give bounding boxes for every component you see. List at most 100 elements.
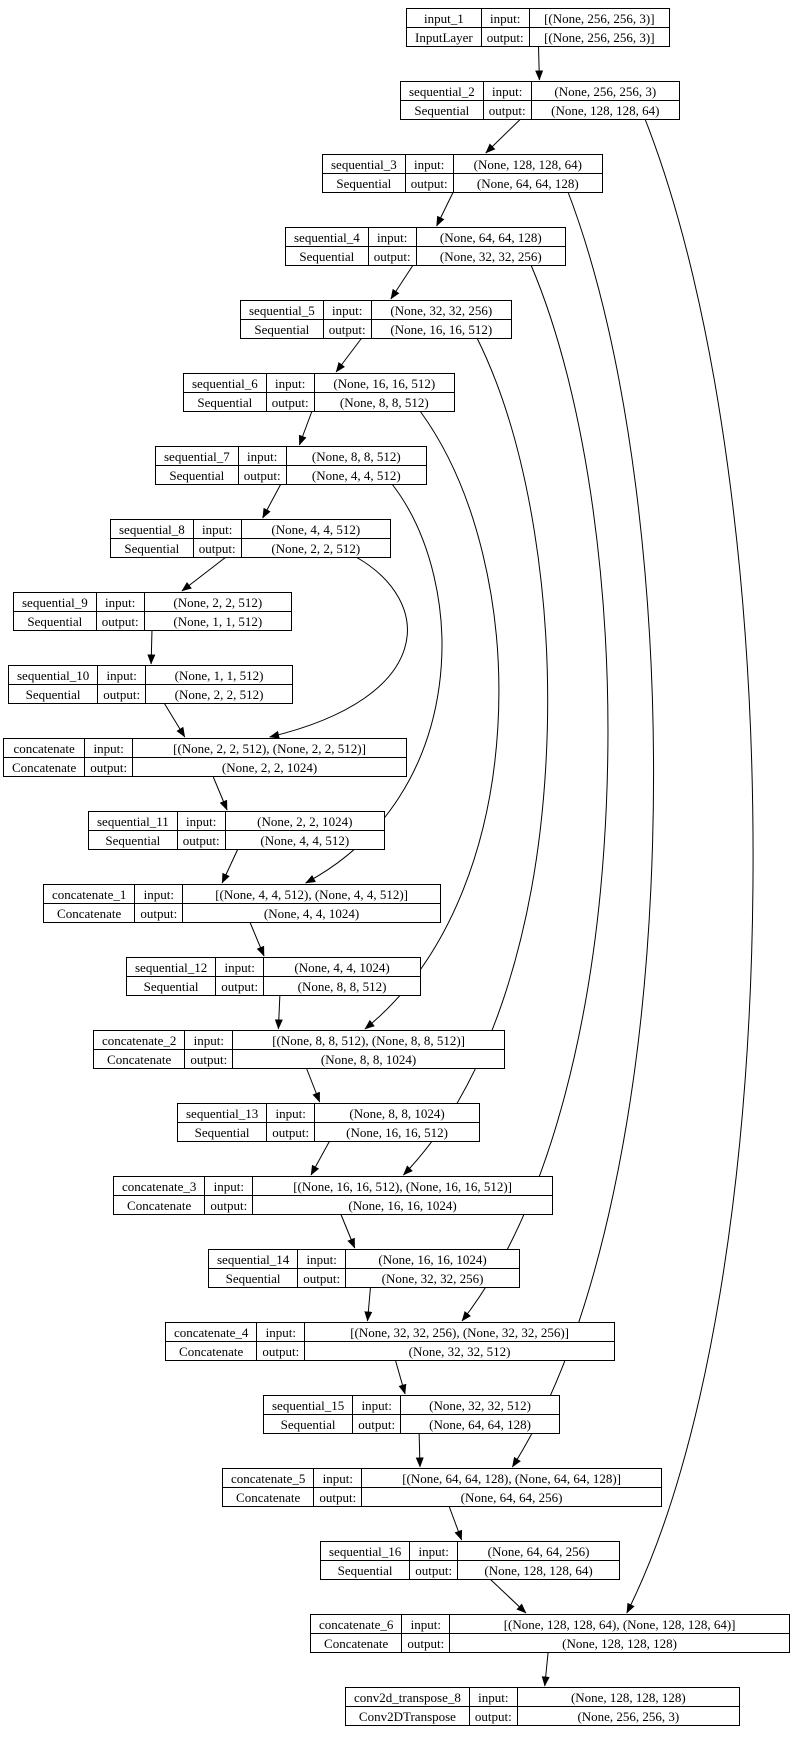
input-shape: (None, 4, 4, 1024) — [263, 957, 421, 977]
node-sequential_16: sequential_16 input: (None, 64, 64, 256)… — [319, 1541, 620, 1580]
edge-sequential_16-to-concatenate_6 — [489, 1578, 527, 1614]
input-label: input: — [265, 373, 315, 393]
input-label: input: — [95, 592, 145, 612]
layer-name: sequential_10 — [7, 665, 99, 685]
input-label: input: — [352, 1395, 402, 1415]
edge-concatenate_6-to-conv2d_transpose_8 — [541, 1651, 550, 1687]
layer-name: sequential_6 — [183, 373, 267, 393]
edge-sequential_9-to-sequential_10 — [147, 629, 156, 665]
input-shape: (None, 4, 4, 512) — [240, 519, 392, 539]
node-sequential_2: sequential_2 input: (None, 256, 256, 3) … — [400, 81, 681, 120]
output-label: output: — [134, 903, 184, 923]
input-shape: [(None, 128, 128, 64), (None, 128, 128, … — [449, 1614, 790, 1634]
output-shape: (None, 8, 8, 512) — [263, 976, 421, 996]
output-shape: (None, 128, 128, 128) — [449, 1633, 790, 1653]
layer-name: concatenate_6 — [309, 1614, 403, 1634]
output-shape: (None, 32, 32, 256) — [415, 246, 567, 266]
input-label: input: — [367, 227, 417, 247]
input-label: input: — [266, 1103, 316, 1123]
edge-input_1-to-sequential_2 — [535, 45, 544, 81]
layer-type: Concatenate — [2, 757, 86, 777]
output-shape: (None, 4, 4, 512) — [224, 830, 386, 850]
node-sequential_12: sequential_12 input: (None, 4, 4, 1024) … — [125, 957, 421, 996]
layer-type: Concatenate — [112, 1195, 206, 1215]
layer-name: sequential_5 — [240, 300, 324, 320]
node-sequential_8: sequential_8 input: (None, 4, 4, 512) Se… — [110, 519, 392, 558]
layer-type: Sequential — [13, 611, 97, 631]
layer-type: Sequential — [110, 538, 194, 558]
output-label: output: — [95, 611, 145, 631]
output-shape: [(None, 256, 256, 3)] — [528, 27, 671, 47]
output-label: output: — [404, 173, 454, 193]
output-label: output: — [313, 1487, 363, 1507]
input-shape: (None, 128, 128, 128) — [516, 1687, 741, 1707]
input-label: input: — [192, 519, 242, 539]
edge-concatenate-to-sequential_11 — [212, 775, 228, 811]
input-label: input: — [480, 8, 530, 28]
input-shape: [(None, 16, 16, 512), (None, 16, 16, 512… — [252, 1176, 553, 1196]
output-label: output: — [401, 1633, 451, 1653]
layer-type: Sequential — [319, 1560, 411, 1580]
edge-sequential_6-to-sequential_7 — [298, 410, 313, 446]
layer-type: Conv2DTranspose — [345, 1706, 470, 1726]
output-shape: (None, 16, 16, 512) — [314, 1122, 480, 1142]
layer-name: sequential_7 — [155, 446, 239, 466]
input-shape: (None, 16, 16, 1024) — [345, 1249, 520, 1269]
edge-sequential_4-to-concatenate_4 — [461, 264, 609, 1322]
node-sequential_13: sequential_13 input: (None, 8, 8, 1024) … — [176, 1103, 480, 1142]
layer-type: Concatenate — [92, 1049, 186, 1069]
layer-type: Concatenate — [42, 903, 136, 923]
output-shape: (None, 2, 2, 512) — [240, 538, 392, 558]
node-input_1: input_1 input: [(None, 256, 256, 3)] Inp… — [406, 8, 671, 47]
output-shape: (None, 2, 2, 1024) — [132, 757, 407, 777]
layer-name: sequential_14 — [207, 1249, 299, 1269]
output-label: output: — [184, 1049, 234, 1069]
input-shape: [(None, 256, 256, 3)] — [528, 8, 671, 28]
layer-type: InputLayer — [406, 27, 482, 47]
output-shape: (None, 128, 128, 64) — [530, 100, 681, 120]
output-shape: (None, 64, 64, 256) — [361, 1487, 662, 1507]
layer-name: sequential_3 — [322, 154, 406, 174]
input-label: input: — [482, 81, 532, 101]
output-shape: (None, 32, 32, 256) — [345, 1268, 520, 1288]
node-concatenate_6: concatenate_6 input: [(None, 128, 128, 6… — [309, 1614, 790, 1653]
input-shape: (None, 8, 8, 512) — [285, 446, 428, 466]
output-label: output: — [468, 1706, 518, 1726]
input-shape: (None, 1, 1, 512) — [145, 665, 293, 685]
node-concatenate: concatenate input: [(None, 2, 2, 512), (… — [2, 738, 407, 777]
input-shape: (None, 64, 64, 256) — [457, 1541, 620, 1561]
input-label: input: — [204, 1176, 254, 1196]
input-shape: [(None, 32, 32, 256), (None, 32, 32, 256… — [304, 1322, 615, 1342]
output-label: output: — [237, 465, 287, 485]
layer-type: Sequential — [262, 1414, 354, 1434]
edge-sequential_4-to-sequential_5 — [390, 264, 414, 300]
input-shape: (None, 2, 2, 1024) — [224, 811, 386, 831]
output-label: output: — [480, 27, 530, 47]
output-shape: (None, 8, 8, 512) — [313, 392, 456, 412]
output-shape: (None, 16, 16, 1024) — [252, 1195, 553, 1215]
output-label: output: — [297, 1268, 347, 1288]
layer-name: concatenate_5 — [221, 1468, 315, 1488]
layer-type: Concatenate — [221, 1487, 315, 1507]
node-sequential_7: sequential_7 input: (None, 8, 8, 512) Se… — [155, 446, 428, 485]
layer-type: Sequential — [7, 684, 99, 704]
output-shape: (None, 64, 64, 128) — [452, 173, 604, 193]
layer-name: concatenate_4 — [164, 1322, 258, 1342]
node-sequential_10: sequential_10 input: (None, 1, 1, 512) S… — [7, 665, 293, 704]
input-shape: (None, 2, 2, 512) — [143, 592, 293, 612]
node-sequential_6: sequential_6 input: (None, 16, 16, 512) … — [183, 373, 456, 412]
layer-name: concatenate_1 — [42, 884, 136, 904]
input-shape: (None, 32, 32, 512) — [400, 1395, 560, 1415]
input-label: input: — [97, 665, 147, 685]
layer-name: sequential_13 — [176, 1103, 268, 1123]
layer-name: sequential_8 — [110, 519, 194, 539]
node-concatenate_4: concatenate_4 input: [(None, 32, 32, 256… — [164, 1322, 615, 1361]
edge-sequential_14-to-concatenate_4 — [364, 1286, 373, 1322]
edge-sequential_5-to-sequential_6 — [335, 337, 363, 373]
node-sequential_4: sequential_4 input: (None, 64, 64, 128) … — [285, 227, 567, 266]
edge-sequential_6-to-concatenate_2 — [364, 410, 500, 1030]
edge-concatenate_1-to-sequential_12 — [249, 921, 265, 957]
layer-name: sequential_12 — [125, 957, 217, 977]
input-label: input: — [322, 300, 372, 320]
